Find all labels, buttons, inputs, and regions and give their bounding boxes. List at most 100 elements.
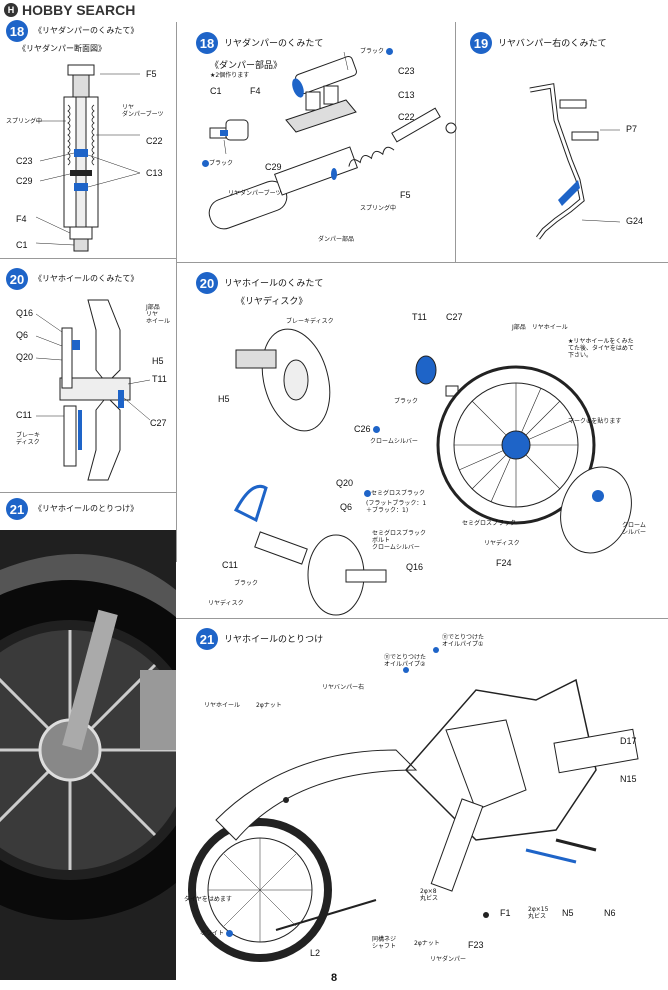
paint-dot-icon <box>372 426 380 434</box>
label-q20-main: Q20 <box>336 478 354 488</box>
label-brake-disc: ブレーキ ディスク <box>16 432 41 447</box>
label-nut-1: 2φナット <box>256 702 282 709</box>
motorcycle-assembly-drawing <box>188 647 639 962</box>
label-tire: タイヤをはめます <box>184 896 232 903</box>
label-f5: F5 <box>146 69 157 79</box>
rear-wheel-assembly-drawing <box>233 328 632 616</box>
step-title: リヤホイールのとりつけ <box>224 633 324 644</box>
label-c23: C23 <box>16 156 33 166</box>
paint-dot-icon <box>226 930 234 937</box>
label-screw-1: 2φ×8 丸ビス <box>420 888 439 903</box>
step-title: リヤダンパーのくみたて <box>224 37 324 48</box>
label-text: ブラック <box>360 48 385 55</box>
label-n5: N5 <box>562 908 574 918</box>
label-damper-part: ダンパー部品 <box>318 236 355 243</box>
label-f4: F4 <box>16 214 27 224</box>
left-step21-header: 21 《リヤホイールのとりつけ》 <box>6 498 138 520</box>
label-chrome-2: クローム シルバー <box>622 522 647 537</box>
label-mark: マーク⑧を貼ります <box>568 418 622 425</box>
label-spring: スプリング中 <box>6 118 43 125</box>
label-p7: P7 <box>626 124 638 134</box>
section-divider-2 <box>176 618 668 619</box>
rear-bumper-drawing <box>529 83 621 240</box>
paint-dot-icon <box>202 160 209 167</box>
label-c27-main: C27 <box>446 312 463 322</box>
label-rear-disc: 《リヤディスク》 <box>236 296 308 306</box>
label-black-s20: ブラック <box>394 398 419 405</box>
label-black-s20-2: ブラック <box>234 580 259 587</box>
label-n15: N15 <box>620 774 637 784</box>
step18-header: 18 リヤダンパーのくみたて <box>196 32 323 54</box>
label-rear-disc-3: リヤディスク <box>484 540 520 547</box>
label-l2: L2 <box>310 948 321 958</box>
label-g24: G24 <box>626 216 644 226</box>
label-f1: F1 <box>500 908 511 918</box>
left-step20-header: 20 《リヤホイールのくみたて》 <box>6 268 138 290</box>
label-rear-wheel: リヤホイール <box>204 702 241 709</box>
label-semi-gloss-3: セミグロスブラック ボルト クロームシルバー <box>372 530 427 552</box>
label-q6: Q6 <box>16 330 29 340</box>
label-c23-main: C23 <box>398 66 415 76</box>
label-h5-main: H5 <box>218 394 230 404</box>
paint-dot-icon <box>364 490 371 497</box>
left-divider-2 <box>0 492 176 493</box>
label-c29: C29 <box>16 176 33 186</box>
label-note: ★リヤホイールをくみた てた後、タイヤをはめて 下さい。 <box>568 338 634 360</box>
label-c13-main: C13 <box>398 90 415 100</box>
label-flat-black: (フラットブラック：1 ＋ブラック：1) <box>366 500 427 515</box>
label-c22: C22 <box>146 136 163 146</box>
label-f5-main: F5 <box>400 190 411 200</box>
wheel-cross-section-drawing <box>35 299 151 481</box>
label-boots-main: リヤダンパーブーツ <box>228 190 282 197</box>
label-text: C26 <box>354 424 371 434</box>
label-oil-pipe-1: ⑪でとりつけた オイルパイプ① <box>442 634 485 649</box>
step-number-badge: 21 <box>6 498 28 520</box>
left-divider-1 <box>0 258 176 259</box>
label-damper-parts: 《ダンパー部品》 <box>210 60 283 70</box>
label-f24: F24 <box>496 558 512 568</box>
label-d17: D17 <box>620 736 637 746</box>
step-number-badge: 20 <box>6 268 28 290</box>
step-title: 《リヤホイールのとりつけ》 <box>34 504 139 514</box>
step-number-badge: 18 <box>6 20 28 42</box>
section-divider-1 <box>176 262 668 263</box>
label-j-wheel: J部品 リヤホイール <box>512 324 568 331</box>
left-step18-subtitle: 《リヤダンパー断面図》 <box>18 44 106 53</box>
label-q20: Q20 <box>16 352 34 362</box>
label-c11-main: C11 <box>222 560 238 570</box>
paint-dot-icon <box>386 48 394 55</box>
label-c11: C11 <box>16 410 32 420</box>
step-number-badge: 21 <box>196 628 218 650</box>
label-q16: Q16 <box>16 308 34 318</box>
label-t11: T11 <box>152 374 167 384</box>
column-divider <box>176 22 177 562</box>
damper-assembly-drawing <box>208 51 457 230</box>
label-text: ホワイト <box>200 930 225 937</box>
label-q16-main: Q16 <box>406 562 424 572</box>
label-rear-damper: リヤダンパー <box>430 956 467 963</box>
left-step18-header: 18 《リヤダンパーのくみたて》 <box>6 20 138 42</box>
label-c27: C27 <box>150 418 167 428</box>
label-t11-main: T11 <box>412 312 427 322</box>
step-title: リヤバンパー右のくみたて <box>498 37 607 48</box>
hobby-search-watermark: H HOBBY SEARCH <box>4 2 135 18</box>
label-text: ブラック <box>209 160 234 167</box>
step-title: 《リヤホイールのくみたて》 <box>34 274 139 284</box>
label-nut-2: 2φナット <box>414 940 440 947</box>
page-number: 8 <box>330 972 338 984</box>
label-brake-disc-main: ブレーキディスク <box>286 318 334 325</box>
step-title: 《リヤダンパーのくみたて》 <box>34 26 139 36</box>
label-c1-main: C1 <box>210 86 222 96</box>
label-c22-main: C22 <box>398 112 415 122</box>
label-chrome-silver: クロームシルバー <box>370 438 418 445</box>
step-title: リヤホイールのくみたて <box>224 277 324 288</box>
label-rear-bumper-right: リヤバンパー右 <box>322 684 365 691</box>
label-j-part: J部品 リヤ ホイール <box>146 304 171 326</box>
label-black-2: ブラック <box>200 160 233 167</box>
label-boots: リヤ ダンパーブーツ <box>122 104 164 119</box>
label-screw-2: 2φ×15 丸ビス <box>528 906 549 921</box>
watermark-badge-icon: H <box>4 3 18 17</box>
watermark-text: HOBBY SEARCH <box>22 2 136 18</box>
label-oil-pipe-2: ⑪でとりつけた オイルパイプ② <box>384 654 427 669</box>
label-two-made: ★2個作ります <box>210 72 250 79</box>
